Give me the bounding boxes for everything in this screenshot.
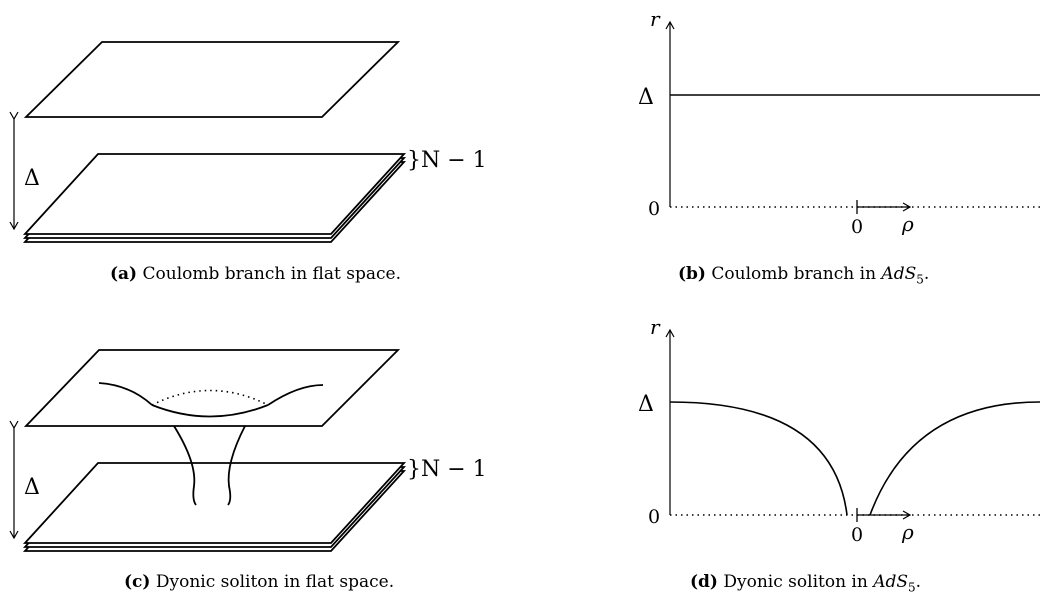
- funnel-rim-front: [151, 404, 269, 418]
- delta-tick-label: Δ: [638, 85, 654, 110]
- stack-sheet-1: [22, 462, 407, 544]
- panel-a-diagram: [9, 41, 407, 243]
- upper-brane: [23, 41, 401, 118]
- panel-b-plot: [665, 20, 1040, 214]
- delta-label: Δ: [24, 166, 40, 191]
- funnel-rim-back: [151, 389, 269, 406]
- caption-space-dimension: 5: [916, 272, 924, 287]
- funnel-neck-right: [227, 425, 246, 506]
- caption-space-dimension: 5: [908, 580, 916, 595]
- origin-label: 0: [851, 216, 863, 238]
- caption-space-name: AdS: [881, 264, 917, 284]
- funnel-neck-left: [173, 425, 197, 506]
- caption-tag: (c): [124, 572, 151, 592]
- caption-b: (b) Coulomb branch in AdS5.: [678, 264, 929, 286]
- rho-label: ρ: [901, 520, 914, 544]
- caption-d: (d) Dyonic soliton in AdS5.: [690, 572, 921, 594]
- zero-tick-label: 0: [648, 198, 660, 220]
- stack-brace-label: }N − 1: [407, 457, 487, 482]
- funnel-rim-right: [267, 384, 324, 406]
- caption-tag: (b): [678, 264, 706, 284]
- r-axis-label: r: [650, 315, 661, 339]
- panel-c-diagram: [9, 349, 407, 552]
- soliton-profile-right: [869, 401, 1040, 516]
- funnel-rim-left: [98, 382, 153, 406]
- caption-c: (c) Dyonic soliton in flat space.: [124, 572, 394, 592]
- caption-period: .: [915, 572, 922, 592]
- stack-brace-label: }N − 1: [407, 148, 487, 173]
- caption-period: .: [923, 264, 930, 284]
- origin-label: 0: [851, 524, 863, 546]
- caption-text: Dyonic soliton in: [723, 572, 874, 592]
- caption-text: Coulomb branch in flat space.: [142, 264, 401, 284]
- delta-label: Δ: [24, 475, 40, 500]
- panel-d-plot: [665, 328, 1040, 522]
- r-axis-label: r: [650, 7, 661, 31]
- rho-label: ρ: [901, 212, 914, 236]
- stack-sheet-1: [22, 153, 407, 235]
- delta-tick-label: Δ: [638, 392, 654, 417]
- caption-space-name: AdS: [873, 572, 909, 592]
- soliton-profile-left: [669, 401, 848, 516]
- caption-tag: (a): [110, 264, 138, 284]
- caption-text: Dyonic soliton in flat space.: [155, 572, 395, 592]
- caption-text: Coulomb branch in: [711, 264, 882, 284]
- caption-tag: (d): [690, 572, 718, 592]
- caption-a: (a) Coulomb branch in flat space.: [110, 264, 401, 284]
- zero-tick-label: 0: [648, 506, 660, 528]
- upper-brane: [23, 349, 401, 427]
